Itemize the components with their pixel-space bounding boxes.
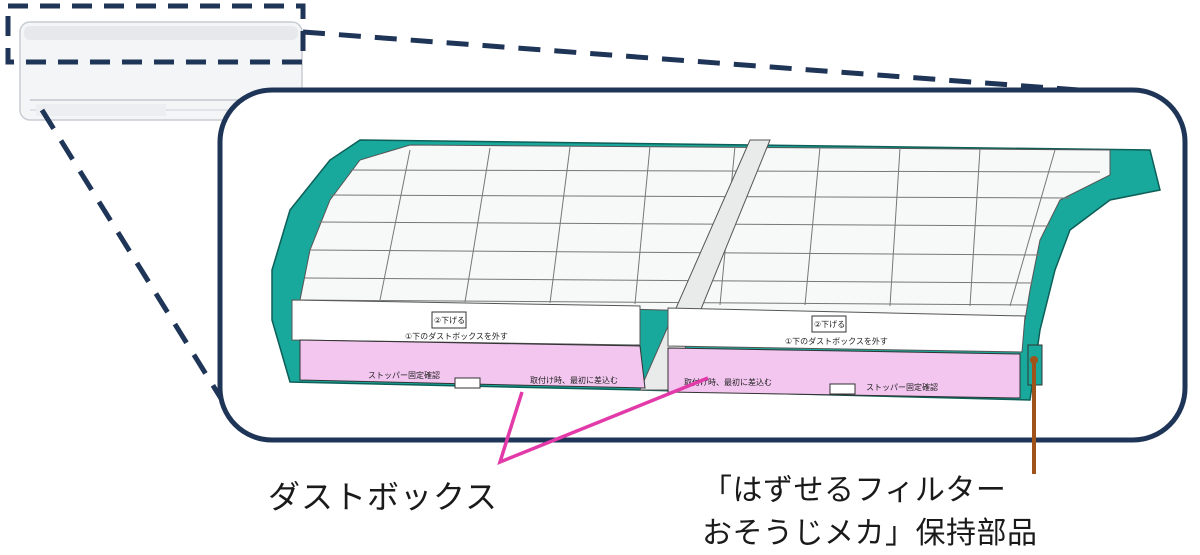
right-tab [811,315,847,333]
dust-box-right [667,347,1021,399]
dust-box-left [299,339,646,389]
zoom-line-top [302,29,1106,95]
left-bottom-note: 取付け時、最初に差込む [530,375,618,385]
zoom-line-bottom [39,108,225,402]
right-tab-text: ②下げる [814,320,845,329]
holder-label-line2: おそうじメカ」保持部品 [702,516,1038,551]
left-stopper-text: ストッパー固定確認 [368,370,440,380]
holder-label-line1: 「はずせるフィルター [702,473,1007,508]
right-bottom-note: 取付け時、最初に差込む [684,377,772,387]
left-tab-text: ②下げる [434,316,465,325]
left-tab [431,311,467,329]
air-conditioner-thumbnail [19,21,303,121]
right-stopper-text: ストッパー固定確認 [866,382,938,392]
filter-assembly: ②下げる ②下げる ①下のダストボックスを外す ①下のダストボックスを外す 取付… [271,139,1161,401]
right-handle [829,383,856,395]
dust-box-leader [497,376,709,466]
dust-box-label: ダストボックス [268,478,499,516]
filter-mesh-area [299,144,1111,321]
right-instruction-text: ①下のダストボックスを外す [785,336,888,346]
left-handle [454,377,481,389]
left-instruction-text: ①下のダストボックスを外す [405,331,508,341]
